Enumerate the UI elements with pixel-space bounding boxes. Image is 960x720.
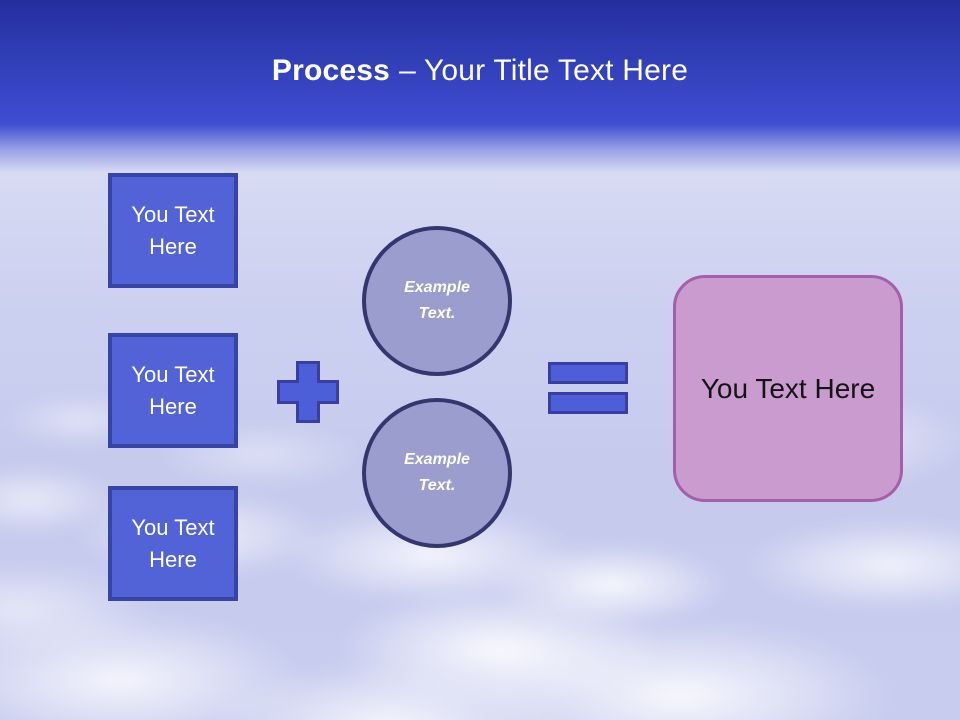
- title-band: [0, 0, 960, 172]
- example-circle-2: Example Text.: [362, 398, 512, 548]
- input-box-3: You Text Here: [108, 486, 238, 601]
- equals-top-bar: [548, 362, 628, 384]
- input-box-2: You Text Here: [108, 333, 238, 448]
- equals-icon: [548, 362, 628, 414]
- input-box-2-label: You Text Here: [131, 362, 215, 419]
- result-box-label: You Text Here: [700, 372, 876, 404]
- equals-bottom-bar: [548, 392, 628, 414]
- example-circle-1-label: Example Text.: [404, 278, 470, 322]
- example-circle-1: Example Text.: [362, 226, 512, 376]
- slide-title-subtitle: – Your Title Text Here: [399, 54, 689, 87]
- input-box-3-label: You Text Here: [131, 515, 215, 572]
- slide-title-keyword: Process: [271, 54, 391, 87]
- slide-title: Process– Your Title Text Here: [0, 54, 960, 88]
- plus-icon: [277, 361, 339, 423]
- example-circle-2-label: Example Text.: [404, 450, 470, 494]
- result-box: You Text Here: [673, 275, 903, 502]
- input-box-1: You Text Here: [108, 173, 238, 288]
- input-box-1-label: You Text Here: [131, 202, 215, 259]
